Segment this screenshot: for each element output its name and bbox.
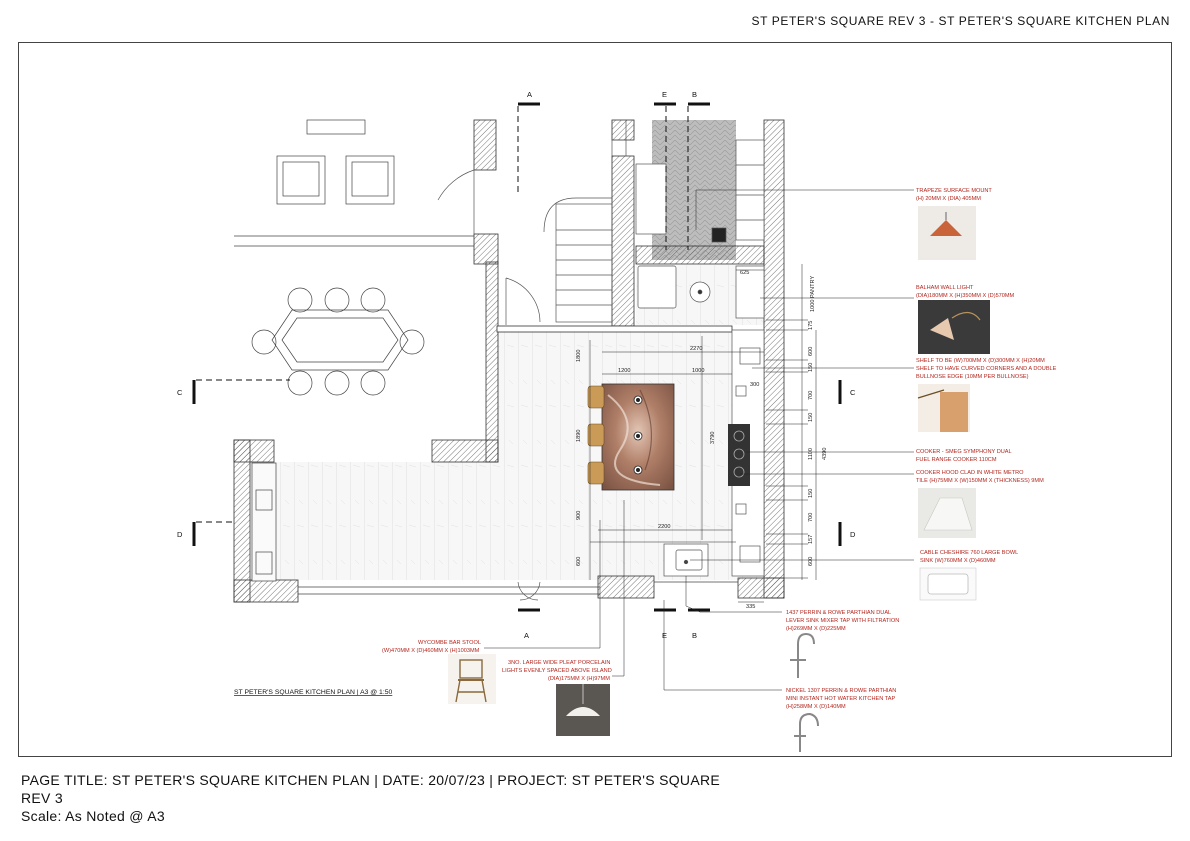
note-hood-l2: TILE (H)75MM X (W)150MM X (THICKNESS) 9M… <box>916 478 1044 484</box>
dim-625: 625 <box>740 270 749 276</box>
note-cooker-l2: FUEL RANGE COOKER 110CM <box>916 457 997 463</box>
plan-caption: ST PETER'S SQUARE KITCHEN PLAN | A3 @ 1:… <box>234 689 393 696</box>
kitchen-floor-plan: A E B A E B C C D D 1200 1000 2270 625 2… <box>177 90 1057 752</box>
note-tap2-l1: NICKEL 1307 PERRIN & ROWE PARTHIAN <box>786 688 896 694</box>
note-balham-l2: (DIA)180MM X (H)350MM X (D)570MM <box>916 293 1015 299</box>
title-block-page-title: PAGE TITLE: ST PETER'S SQUARE KITCHEN PL… <box>21 772 721 788</box>
note-trapeze-l2: (H) 20MM X (DIA) 405MM <box>916 196 981 202</box>
section-label-e-top: E <box>662 90 667 99</box>
dim-335: 335 <box>746 604 755 610</box>
note-pendant-l3: (DIA)175MM X (H)97MM <box>548 676 610 682</box>
doors <box>437 169 541 601</box>
note-pendant-l1: 3NO. LARGE WIDE PLEAT PORCELAIN <box>508 660 610 666</box>
dim-1800: 1800 <box>576 350 582 362</box>
balham-light-thumb <box>918 300 990 354</box>
dimension-lines <box>589 264 803 603</box>
dim-r700a: 700 <box>808 391 814 400</box>
dim-r1100: 1100 <box>808 448 814 460</box>
note-tap1-l1: 1437 PERRIN & ROWE PARTHIAN DUAL <box>786 610 891 616</box>
dim-4390: 4390 <box>822 448 828 460</box>
section-label-a-bottom: A <box>524 631 529 640</box>
title-block: PAGE TITLE: ST PETER'S SQUARE KITCHEN PL… <box>21 771 720 825</box>
section-label-c-right: C <box>850 388 856 397</box>
dim-1890: 1890 <box>576 430 582 442</box>
dim-3790: 3790 <box>710 432 716 444</box>
drawing-frame <box>18 42 1172 757</box>
section-label-b-bottom: B <box>692 631 697 640</box>
dim-r600a: 600 <box>808 347 814 356</box>
staircase <box>543 120 627 323</box>
dim-600: 600 <box>576 557 582 566</box>
dim-r150a: 150 <box>808 363 814 372</box>
leader-lines <box>484 189 914 691</box>
dim-pantry: 1000 PANTRY <box>810 276 816 312</box>
section-label-e-bottom: E <box>662 631 667 640</box>
dim-r175: 175 <box>808 321 814 330</box>
pendant-lights <box>633 395 643 475</box>
walls <box>233 119 785 603</box>
hot-tap-thumb <box>794 712 819 752</box>
note-tap2-l3: (H)258MM X (D)140MM <box>786 704 846 710</box>
note-cooker-l1: COOKER - SMEG SYMPHONY DUAL <box>916 449 1012 455</box>
mixer-tap-thumb <box>790 632 815 678</box>
range-cooker <box>728 424 750 486</box>
dim-1000: 1000 <box>692 368 704 374</box>
note-pendant-l2: LIGHTS EVENLY SPACED ABOVE ISLAND <box>502 668 612 674</box>
note-tap1-l3: (H)269MM X (D)225MM <box>786 626 846 632</box>
section-lines <box>192 102 842 612</box>
note-hood-l1: COOKER HOOD CLAD IN WHITE METRO <box>916 470 1024 476</box>
dim-2200: 2200 <box>658 524 670 530</box>
section-label-b-top: B <box>692 90 697 99</box>
shelf-thumb <box>917 384 970 432</box>
dim-1200: 1200 <box>618 368 630 374</box>
note-sink-l2: SINK (W)760MM X (D)460MM <box>920 558 996 564</box>
title-block-revision: REV 3 <box>21 790 63 806</box>
dim-r150c: 150 <box>808 489 814 498</box>
dim-r700b: 700 <box>808 513 814 522</box>
note-trapeze-l1: TRAPEZE SURFACE MOUNT <box>916 188 992 194</box>
sink-thumb <box>919 567 977 601</box>
bar-stool-thumb <box>448 654 496 704</box>
sheet-title: ST PETER'S SQUARE REV 3 - ST PETER'S SQU… <box>751 14 1170 28</box>
note-tap2-l2: MINI INSTANT HOT WATER KITCHEN TAP <box>786 696 895 702</box>
armchairs <box>276 119 395 205</box>
note-stool-l2: (W)470MM X (D)460MM X (H)1003MM <box>382 648 480 654</box>
section-label-a-top: A <box>527 90 532 99</box>
dim-2270: 2270 <box>690 346 702 352</box>
section-label-d-right: D <box>850 530 856 539</box>
dim-300: 300 <box>750 382 759 388</box>
bar-stools <box>587 385 605 485</box>
bench-seat <box>251 462 277 582</box>
title-block-scale: Scale: As Noted @ A3 <box>21 808 165 824</box>
section-label-c-left: C <box>177 388 183 397</box>
note-balham-l1: BALHAM WALL LIGHT <box>916 285 974 291</box>
dim-r157: 157 <box>808 535 814 544</box>
note-shelf-l1: SHELF TO BE (W)700MM X (D)300MM X (H)20M… <box>916 358 1045 364</box>
trapeze-light-thumb <box>918 206 976 260</box>
note-tap1-l2: LEVER SINK MIXER TAP WITH FILTRATION <box>786 618 899 624</box>
dining-table <box>251 287 425 396</box>
pendant-light-thumb <box>556 684 610 736</box>
note-shelf-l3: BULLNOSE EDGE (10MM PER BULLNOSE) <box>916 374 1029 380</box>
section-label-d-left: D <box>177 530 183 539</box>
dim-r600b: 600 <box>808 557 814 566</box>
metro-tile-thumb <box>918 488 976 538</box>
note-stool-l1: WYCOMBE BAR STOOL <box>418 640 481 646</box>
dimension-rules-right <box>766 319 817 580</box>
dim-900: 900 <box>576 511 582 520</box>
wall-outlines <box>234 235 738 595</box>
note-sink-l1: CABLE CHESHIRE 760 LARGE BOWL <box>920 550 1018 556</box>
dim-r150b: 150 <box>808 413 814 422</box>
note-shelf-l2: SHELF TO HAVE CURVED CORNERS AND A DOUBL… <box>916 366 1057 372</box>
